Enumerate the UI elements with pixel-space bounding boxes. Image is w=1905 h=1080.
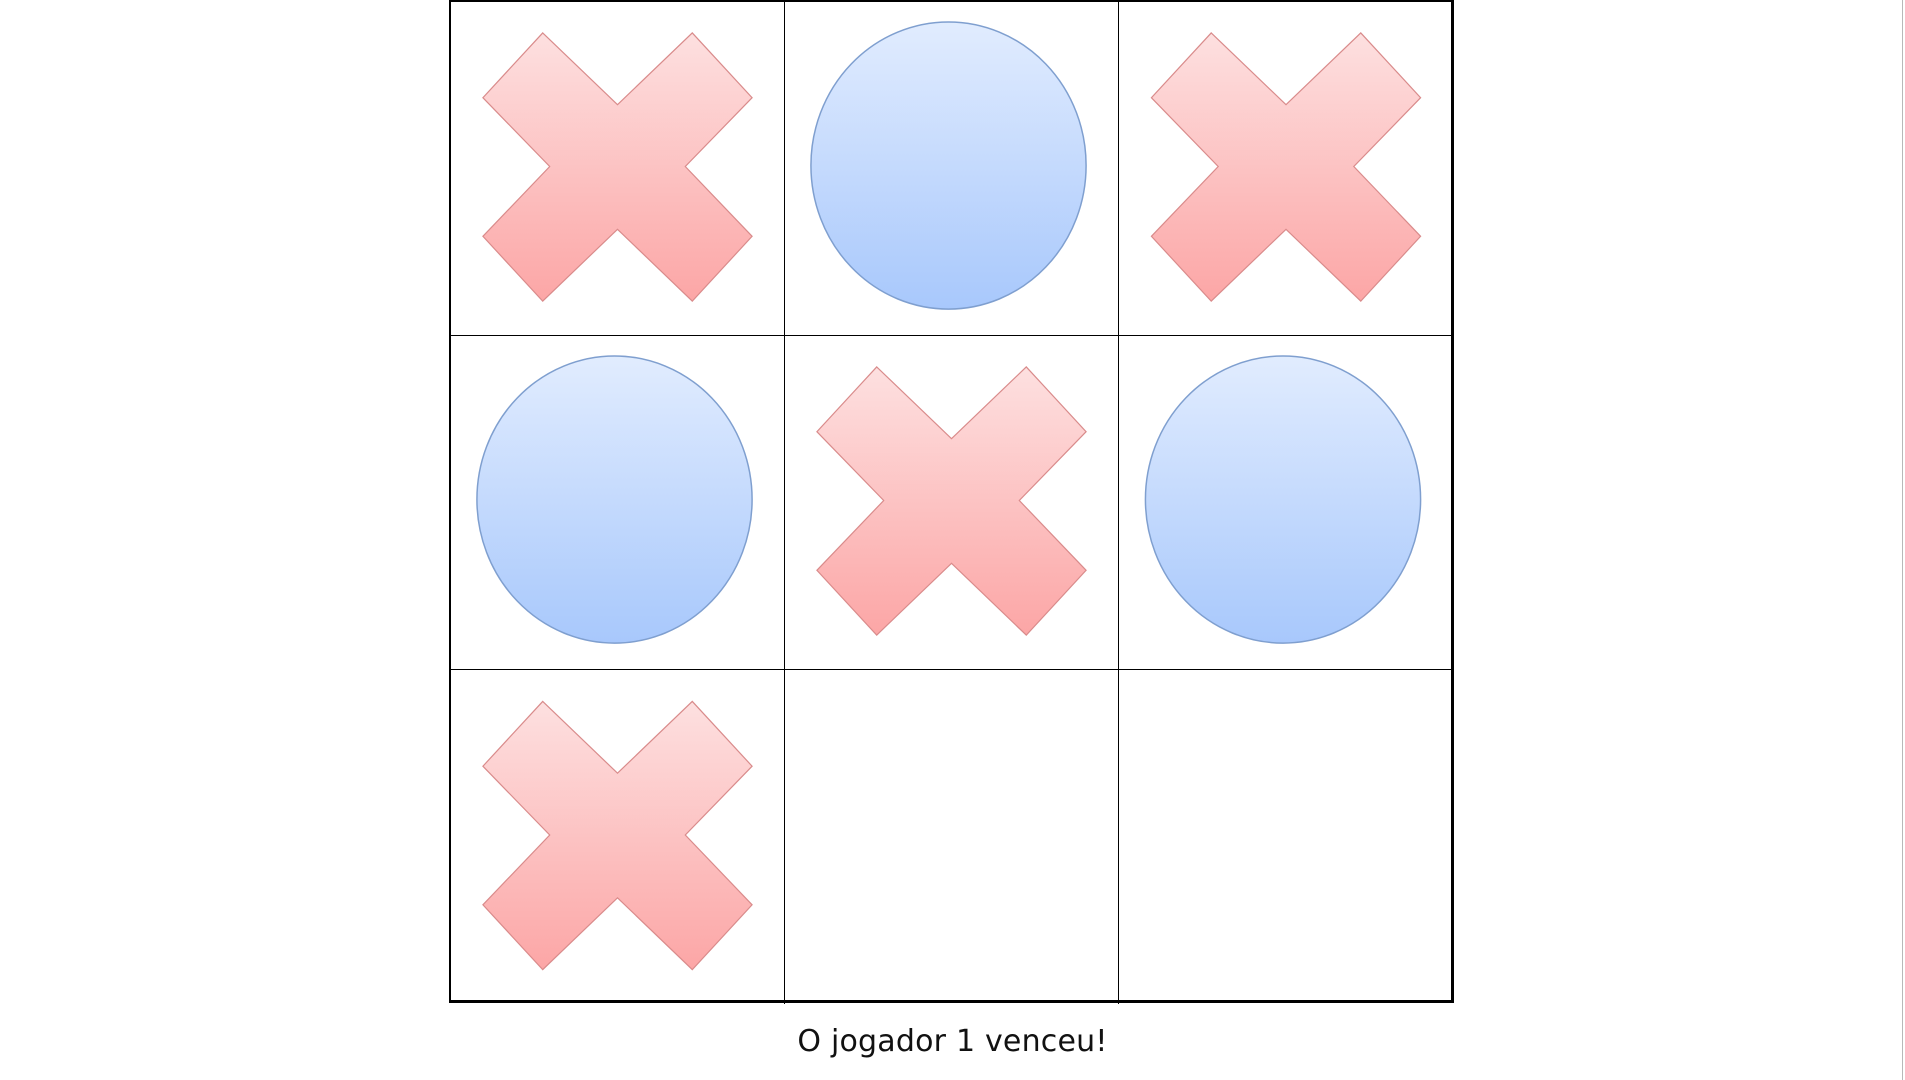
page-edge-divider xyxy=(1902,0,1903,1080)
board-cell-3-1[interactable] xyxy=(451,670,785,1004)
x-mark-icon xyxy=(1150,32,1422,302)
board-cell-1-3[interactable] xyxy=(1119,2,1453,336)
board-cell-1-1[interactable] xyxy=(451,2,785,336)
board-cell-3-2[interactable] xyxy=(785,670,1119,1004)
board-cell-2-1[interactable] xyxy=(451,336,785,670)
o-mark-icon xyxy=(476,355,753,644)
game-board xyxy=(449,0,1454,1004)
x-mark-icon xyxy=(482,32,753,302)
board-cell-2-3[interactable] xyxy=(1119,336,1453,670)
o-mark-icon xyxy=(810,21,1087,310)
board-cell-1-2[interactable] xyxy=(785,2,1119,336)
o-mark-icon xyxy=(1144,355,1422,644)
x-mark-icon xyxy=(816,366,1087,636)
board-cell-3-3[interactable] xyxy=(1119,670,1453,1004)
x-mark-icon xyxy=(482,700,753,971)
winner-message: O jogador 1 venceu! xyxy=(797,1024,1108,1059)
board-cell-2-2[interactable] xyxy=(785,336,1119,670)
